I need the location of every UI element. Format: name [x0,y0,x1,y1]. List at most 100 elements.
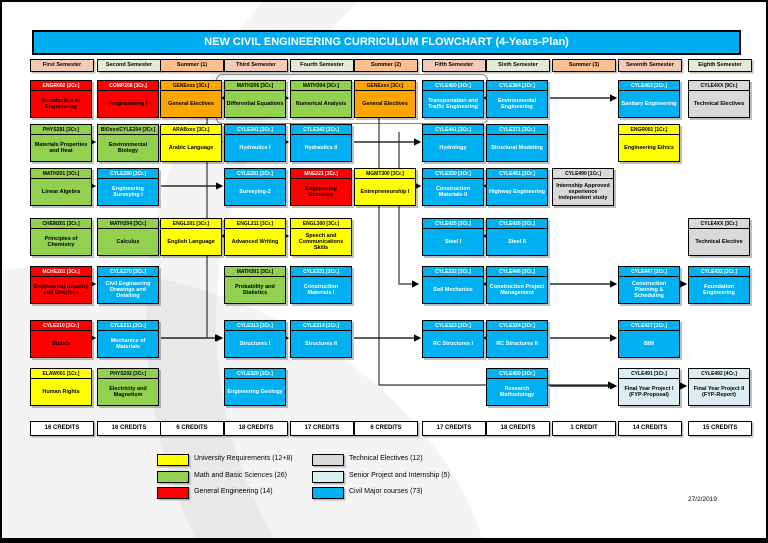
course-name: Final Year Project I (FYP-Proposal) [624,385,674,398]
course-box: CYLE492 [4Cr.]Final Year Project II (FYP… [688,368,750,406]
course-box: CYLE427 [3Cr.]BIM [618,320,680,358]
course-code: CYLE210 [3Cr.] [31,321,91,331]
course-code: PHYS281 [3Cr.] [31,125,91,135]
credits-box: 18 CREDITS [486,421,550,436]
course-box: GENExxx [3Cr.] General Electives [354,80,416,118]
course-box: GENExxx [3Cr.]General Electives [160,80,222,118]
legend-item: Civil Major courses (73) [312,487,462,499]
course-box: MATH204 [3Cr.]Calculus [97,218,159,256]
course-code: CYLE341 [3Cr.] [225,125,285,135]
course-name: Surveying-2 [239,188,271,195]
course-code: CYLE364 [3Cr.] [487,81,547,91]
course-name: Transportation and Traffic Engineering [428,97,478,110]
course-box: CYLE460 [3Cr.] Transportation and Traffic… [422,80,484,118]
course-box: ENGL211 [3Cr.] Advanced Writing [224,218,286,256]
course-box: CYLE281 [2Cr.]Surveying-2 [224,168,286,206]
course-box: ELAW001 [1Cr.]Human Rights [30,368,92,406]
course-box: CYLE491 [1Cr.]Final Year Project I (FYP-… [618,368,680,406]
course-box: MATH304 [3Cr.]Numerical Analysis [290,80,352,118]
course-box: MGMT300 [3Cr.]Entrepreneurship I [354,168,416,206]
legend-swatch [157,487,189,499]
course-name: Advanced Writing [231,238,279,245]
course-code: CYLE490 [1Cr.] [553,169,613,179]
legend-label: Senior Project and Internship (5) [349,471,450,479]
semester-header: Fifth Semester [422,59,486,72]
course-name: Entrepreneurship I [360,188,410,195]
course-code: GENExxx [3Cr.] [161,81,221,91]
semester-header: Eighth Semester [688,59,752,72]
course-code: CYLE426 [3Cr.] [487,219,547,229]
course-name: Foundation Engineering [703,283,735,296]
semester-header: Seventh Semester [618,59,682,72]
legend-item: Math and Basic Sciences (26) [157,470,307,483]
course-box: CYLE331 [3Cr.]Construction Materials I [290,266,352,304]
course-code: CYLE463 [3Cr.] [619,81,679,91]
legend-swatch [157,470,189,483]
course-name: Hydraulics II [304,144,338,151]
course-name: Highway Engineering [489,188,545,195]
course-box: MATH201 [3Cr.] Linear Algebra [30,168,92,206]
course-code: CYLE441 [3Cr.] [423,125,483,135]
course-name: General Electives [362,100,408,107]
course-code: CYLE324 [3Cr.] [487,321,547,331]
course-box: CHEM201 [3Cr.] Principles of Chemistry [30,218,92,256]
course-box: CYLE332 [3Cr.]Soil Mechanics [422,266,484,304]
course-name: Principles of Chemistry [44,235,78,248]
credits-box: 15 CREDITS [688,421,752,436]
course-name: Environmental Biology [108,141,148,154]
credits-box: 1 CREDIT [552,421,616,436]
course-name: BIM [643,340,655,347]
course-name: English Language [167,238,215,245]
course-code: MATH301 [3Cr.] [225,267,285,277]
course-box: CYLE4XX [3Cr.]Technical Elective [688,218,750,256]
course-box: CYLE461 [3Cr.]Highway Engineering [486,168,548,206]
course-name: Engineering Surveying I [112,185,144,198]
course-code: MATH206 [3Cr.] [225,81,285,91]
course-box: ENGL201 [3Cr.] English Language [160,218,222,256]
legend-label: University Requirements (12+8) [194,455,293,462]
legend-swatch [157,454,189,466]
course-code: ENGL201 [3Cr.] [161,219,221,229]
course-name: RC Structures II [496,340,538,347]
course-code: CYLE447 [3Cr.] [619,267,679,277]
course-name: Linear Algebra [41,188,81,195]
legend-item: General Engineering (14) [157,487,307,499]
course-code: CHEM201 [3Cr.] [31,219,91,229]
course-code: BIOxxx/CYLE204 [3Cr.] [98,125,158,135]
course-box: CYLE211 [3Cr.]Mechanics of Materials [97,320,159,358]
course-code: MATH201 [3Cr.] [31,169,91,179]
semester-header: Summer (2) [354,59,418,72]
legend-label: Math and Basic Sciences (26) [194,471,287,479]
course-box: CYLE314 [3Cr.]Structures II [290,320,352,358]
course-code: ENGL211 [3Cr.] [225,219,285,229]
legend-item: Technical Electives (12) [312,454,462,466]
course-box: CYLE320 [3Cr.]Engineering Geology [224,368,286,406]
course-code: MCHE201 [3Cr.] [31,267,91,277]
course-name: Engineering Economy [305,185,337,198]
course-box: MATH206 [3Cr.]Differential Equations [224,80,286,118]
course-code: CYLE331 [3Cr.] [291,267,351,277]
course-code: CYLE371 [3Cr.] [487,125,547,135]
course-box: CYLE341 [3Cr.]Hydraulics I [224,124,286,162]
semester-header: Second Semester [97,59,161,72]
course-code: CYLE332 [3Cr.] [423,267,483,277]
course-box: MNE221 [3Cr.] Engineering Economy [290,168,352,206]
legend-item: Senior Project and Internship (5) [312,470,462,483]
course-code: CYLE460 [3Cr.] [423,81,483,91]
credits-box: 6 CREDITS [354,421,418,436]
course-name: Electricity and Magnetism [109,385,147,398]
course-code: GENExxx [3Cr.] [355,81,415,91]
course-name: Sanitary Engineering [621,100,677,107]
course-code: MNE221 [3Cr.] [291,169,351,179]
course-box: COMP208 [3Cr.]Programming I [97,80,159,118]
course-box: CYLE446 [3Cr.]Construction Project Manag… [486,266,548,304]
course-box: CYLE371 [3Cr.]Structural Modeling [486,124,548,162]
course-code: CYLE211 [3Cr.] [98,321,158,331]
page-title: NEW CIVIL ENGINEERING CURRICULUM FLOWCHA… [32,30,741,55]
course-box: CYLE313 [3Cr.]Structures I [224,320,286,358]
course-name: Introduction to Engineering [41,97,81,110]
credits-box: 17 CREDITS [422,421,486,436]
credits-box: 6 CREDITS [160,421,224,436]
course-name: Calculus [116,238,140,245]
course-box: CYLE323 [3Cr.]RC Structures I [422,320,484,358]
